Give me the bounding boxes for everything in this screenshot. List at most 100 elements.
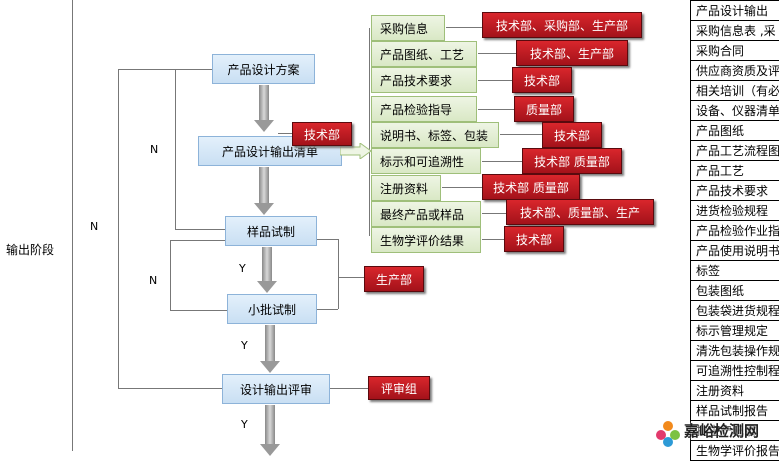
table-row: 供应商资质及评	[691, 61, 779, 81]
table-row: 产品检验作业指	[691, 221, 779, 241]
review-dept-connector	[330, 388, 368, 389]
table-row: 标示管理规定	[691, 321, 779, 341]
record-cell: 采购信息表 ,采	[691, 21, 779, 41]
records-table: 产品设计输出 采购信息表 ,采 采购合同 供应商资质及评 相关培训（有必 设备、…	[690, 0, 779, 461]
loop-label-n-inner: N	[150, 143, 158, 156]
output-connector	[478, 80, 512, 81]
output-item[interactable]: 产品技术要求	[371, 67, 477, 93]
stage-label: 输出阶段	[6, 241, 54, 258]
record-cell: 产品工艺流程图	[691, 141, 779, 161]
output-item[interactable]: 产品检验指导	[371, 96, 477, 122]
watermark-text: 嘉峪检测网	[684, 420, 759, 441]
outer-loop-bottom	[118, 388, 222, 389]
output-connector	[500, 134, 542, 135]
output-item[interactable]: 说明书、标签、包装	[371, 122, 499, 148]
record-cell: 产品设计输出	[691, 1, 779, 21]
output-connector	[446, 27, 482, 28]
output-connector	[482, 161, 522, 162]
table-row: 包装图纸	[691, 281, 779, 301]
review-dept: 评审组	[368, 376, 430, 400]
table-row: 清洗包装操作规	[691, 341, 779, 361]
output-review-box[interactable]: 设计输出评审	[222, 374, 330, 404]
design-dept-connector	[278, 133, 292, 134]
record-cell: 可追溯性控制程	[691, 361, 779, 381]
output-dept: 技术部、生产部	[516, 40, 628, 66]
inner-loop-line	[175, 69, 176, 229]
record-cell: 产品图纸	[691, 121, 779, 141]
design-plan-dept: 技术部	[292, 122, 352, 146]
record-cell: 样品试制报告	[691, 401, 779, 421]
down-arrow-2	[259, 167, 269, 204]
loop-label-n-outer: N	[90, 220, 98, 233]
small-batch-box[interactable]: 小批试制	[227, 294, 317, 324]
down-arrow-3	[262, 247, 272, 282]
flower-logo-icon	[654, 418, 682, 448]
record-cell: 采购合同	[691, 41, 779, 61]
table-row: 产品设计输出	[691, 1, 779, 21]
prod-bracket-bottom	[316, 309, 338, 310]
trial-dept: 生产部	[364, 266, 424, 292]
table-row: 可追溯性控制程	[691, 361, 779, 381]
outer-loop-line	[118, 69, 119, 388]
output-item[interactable]: 标示和可追溯性	[371, 148, 481, 174]
inner-loop-bottom	[175, 229, 225, 230]
output-dept: 技术部	[542, 122, 602, 148]
output-item[interactable]: 最终产品或样品	[371, 201, 481, 227]
record-cell: 清洗包装操作规	[691, 341, 779, 361]
stage-column-divider	[72, 0, 73, 451]
output-dept: 技术部、质量部、生产	[506, 199, 654, 225]
loop-label-y1: Y	[239, 262, 246, 275]
loop-label-y3: Y	[241, 418, 248, 431]
down-arrow-4	[265, 325, 275, 362]
table-row: 产品使用说明书	[691, 241, 779, 261]
table-row: 产品技术要求	[691, 181, 779, 201]
loop-label-n-trial: N	[149, 274, 157, 287]
output-connector	[478, 53, 516, 54]
output-connector	[482, 213, 506, 214]
output-dept: 质量部	[514, 96, 574, 122]
table-row: 进货检验规程	[691, 201, 779, 221]
record-cell: 标签	[691, 261, 779, 281]
output-bracket	[369, 28, 370, 236]
sample-trial-box[interactable]: 样品试制	[225, 216, 317, 246]
loop-label-y2: Y	[241, 339, 248, 352]
record-cell: 产品使用说明书	[691, 241, 779, 261]
down-arrow-1	[259, 85, 269, 121]
prod-bracket-vertical	[338, 239, 339, 309]
table-row: 产品工艺	[691, 161, 779, 181]
output-dept: 技术部 质量部	[482, 174, 580, 200]
table-row: 设备、仪器清单	[691, 101, 779, 121]
record-cell: 注册资料	[691, 381, 779, 401]
record-cell: 包装图纸	[691, 281, 779, 301]
table-row: 标签	[691, 261, 779, 281]
table-row: 注册资料	[691, 381, 779, 401]
table-row: 采购合同	[691, 41, 779, 61]
table-row: 包装袋进货规程	[691, 301, 779, 321]
table-row: 样品试制报告	[691, 401, 779, 421]
outer-loop-top	[118, 69, 212, 70]
record-cell: 标示管理规定	[691, 321, 779, 341]
design-plan-box[interactable]: 产品设计方案	[212, 54, 315, 84]
output-item[interactable]: 产品图纸、工艺	[371, 41, 477, 67]
record-cell: 相关培训（有必	[691, 81, 779, 101]
output-item[interactable]: 注册资料	[371, 175, 441, 201]
output-item[interactable]: 采购信息	[371, 15, 445, 41]
output-dept: 技术部	[504, 226, 564, 252]
record-cell: 包装袋进货规程	[691, 301, 779, 321]
record-cell: 供应商资质及评	[691, 61, 779, 81]
output-connector	[442, 187, 482, 188]
prod-bracket-top	[316, 239, 338, 240]
table-row: 产品工艺流程图	[691, 141, 779, 161]
record-cell: 产品检验作业指	[691, 221, 779, 241]
trial-loop-top	[170, 240, 225, 241]
output-connector	[482, 239, 504, 240]
output-dept: 技术部	[512, 67, 572, 93]
record-cell: 进货检验规程	[691, 201, 779, 221]
record-cell: 产品技术要求	[691, 181, 779, 201]
output-dept: 技术部、采购部、生产部	[482, 12, 642, 38]
output-item[interactable]: 生物学评价结果	[371, 227, 481, 253]
prod-bracket-stub	[338, 277, 364, 278]
output-dept: 技术部 质量部	[522, 148, 622, 174]
trial-loop-line	[170, 240, 171, 310]
trial-loop-bottom	[170, 310, 227, 311]
